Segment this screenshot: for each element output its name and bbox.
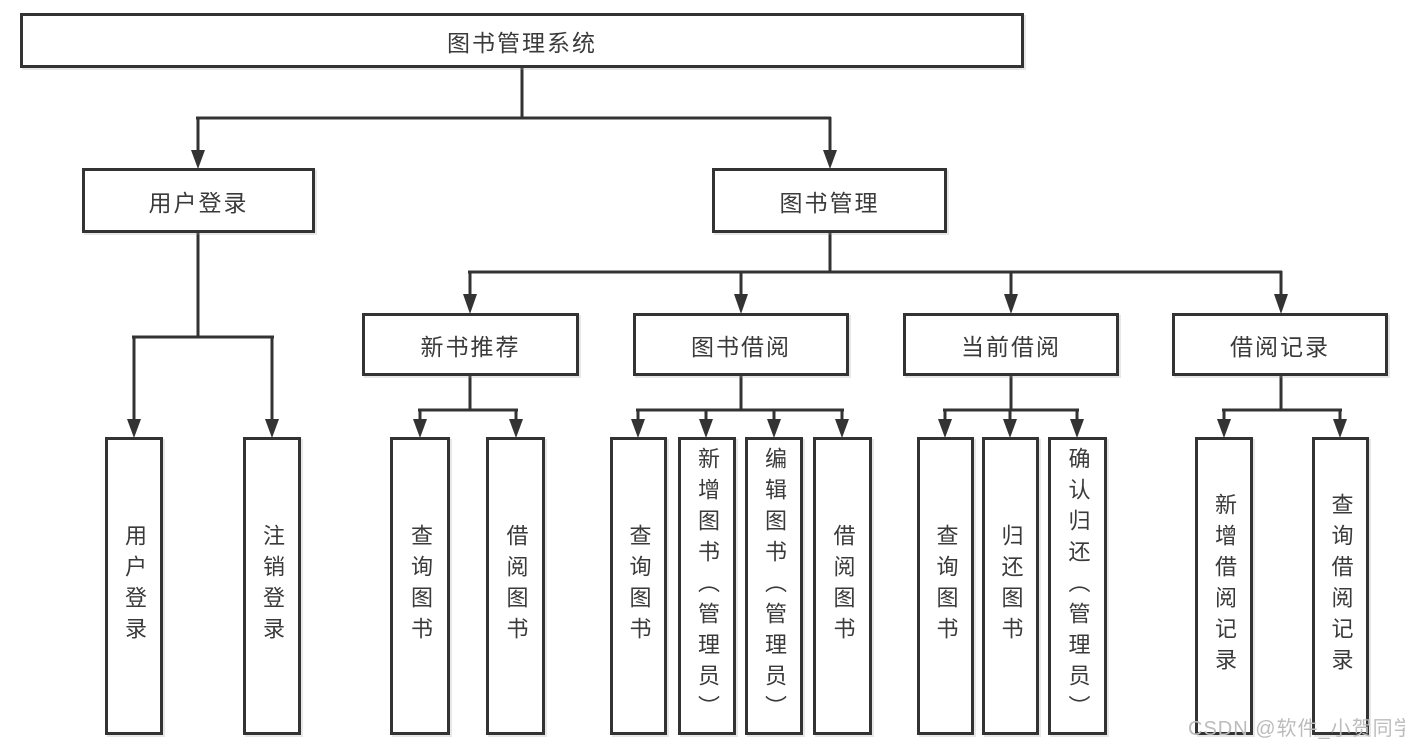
node-cb-confirm-return-admin: 确认归还（管理员） [1048,437,1107,735]
node-br-query-record: 查询借阅记录 [1312,437,1369,735]
node-bb-add-books-admin-label: 新增图书（管理员） [695,446,720,726]
node-borrowing-records-label: 借阅记录 [1230,333,1330,360]
node-borrowing-records: 借阅记录 [1172,313,1388,376]
node-br-query-record-label: 查询借阅记录 [1328,493,1354,679]
node-user-login: 用户登录 [82,168,315,233]
node-bb-borrow-books: 借阅图书 [813,437,872,735]
node-book-management: 图书管理 [712,168,947,233]
node-user-login-label: 用户登录 [148,189,249,216]
node-user-login-leaf-label: 用户登录 [122,524,147,648]
node-logout-leaf-label: 注销登录 [260,524,285,648]
watermark: CSDN @软件_小贺同学 [1188,718,1405,740]
node-book-management-label: 图书管理 [779,189,880,216]
node-cb-query-books: 查询图书 [917,437,974,735]
node-br-add-record-label: 新增借阅记录 [1212,493,1237,679]
node-bb-borrow-books-label: 借阅图书 [830,524,856,648]
node-nb-query-books: 查询图书 [390,437,450,735]
node-current-borrowing-label: 当前借阅 [961,333,1061,360]
node-user-login-leaf: 用户登录 [105,437,163,735]
node-nb-borrow-books-label: 借阅图书 [503,524,529,648]
node-cb-confirm-return-admin-label: 确认归还（管理员） [1065,446,1091,726]
node-nb-query-books-label: 查询图书 [408,524,433,648]
node-new-book-recommend-label: 新书推荐 [420,333,521,360]
node-bb-edit-books-admin: 编辑图书（管理员） [745,437,803,735]
node-current-borrowing: 当前借阅 [903,313,1119,376]
node-bb-edit-books-admin-label: 编辑图书（管理员） [762,446,787,726]
node-book-borrowing-label: 图书借阅 [691,333,791,360]
node-bb-add-books-admin: 新增图书（管理员） [678,437,736,735]
node-bb-query-books-label: 查询图书 [626,524,652,648]
node-root-label: 图书管理系统 [447,29,597,56]
node-book-borrowing: 图书借阅 [633,313,849,376]
node-new-book-recommend: 新书推荐 [362,313,579,376]
node-cb-query-books-label: 查询图书 [933,524,959,648]
node-bb-query-books: 查询图书 [610,437,667,735]
node-nb-borrow-books: 借阅图书 [486,437,545,735]
node-root: 图书管理系统 [20,13,1024,68]
node-br-add-record: 新增借阅记录 [1195,437,1253,735]
node-logout-leaf: 注销登录 [243,437,301,735]
node-cb-return-books-label: 归还图书 [998,524,1024,648]
node-cb-return-books: 归还图书 [982,437,1039,735]
